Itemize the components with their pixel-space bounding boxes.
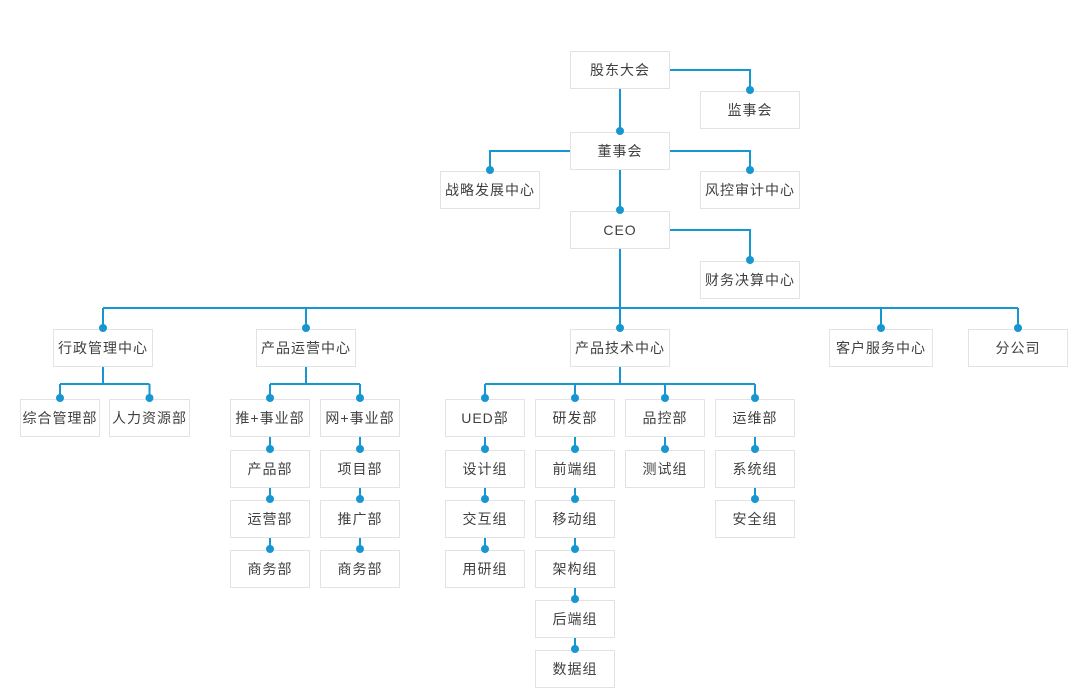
- org-node-pinkongbu: 品控部: [625, 399, 705, 437]
- org-node-fengkong: 风控审计中心: [700, 171, 800, 209]
- org-node-jiaohuzu: 交互组: [445, 500, 525, 538]
- org-node-houduanzu: 后端组: [535, 600, 615, 638]
- org-node-ceo: CEO: [570, 211, 670, 249]
- org-node-anquanzu: 安全组: [715, 500, 795, 538]
- org-node-xitongzu: 系统组: [715, 450, 795, 488]
- org-node-yunyingbu: 运营部: [230, 500, 310, 538]
- org-node-yongyanzu: 用研组: [445, 550, 525, 588]
- org-node-jishu: 产品技术中心: [570, 329, 670, 367]
- org-node-chanpinbu: 产品部: [230, 450, 310, 488]
- org-node-yanfabu: 研发部: [535, 399, 615, 437]
- org-node-tui: 推+事业部: [230, 399, 310, 437]
- org-node-jiagouzu: 架构组: [535, 550, 615, 588]
- org-node-shangwubu_b: 商务部: [320, 550, 400, 588]
- org-node-yidongzu: 移动组: [535, 500, 615, 538]
- org-node-xingzheng: 行政管理中心: [53, 329, 153, 367]
- org-node-fengongsi: 分公司: [968, 329, 1068, 367]
- org-node-renli: 人力资源部: [109, 399, 190, 437]
- org-node-wang: 网+事业部: [320, 399, 400, 437]
- org-node-gudong: 股东大会: [570, 51, 670, 89]
- org-node-ceshizu: 测试组: [625, 450, 705, 488]
- org-node-zhanlue: 战略发展中心: [440, 171, 540, 209]
- org-node-shejizu: 设计组: [445, 450, 525, 488]
- org-node-dongshihui: 董事会: [570, 132, 670, 170]
- org-node-ued: UED部: [445, 399, 525, 437]
- org-node-tuiguangbu: 推广部: [320, 500, 400, 538]
- org-node-shujuzu: 数据组: [535, 650, 615, 688]
- org-node-shangwubu_a: 商务部: [230, 550, 310, 588]
- org-node-kefu: 客户服务中心: [829, 329, 933, 367]
- org-node-xiangmubu: 项目部: [320, 450, 400, 488]
- org-node-qianduanzu: 前端组: [535, 450, 615, 488]
- org-node-yunweibu: 运维部: [715, 399, 795, 437]
- org-node-jianshihui: 监事会: [700, 91, 800, 129]
- org-node-zonghe: 综合管理部: [20, 399, 100, 437]
- org-node-caiwu: 财务决算中心: [700, 261, 800, 299]
- org-node-yunying: 产品运营中心: [256, 329, 356, 367]
